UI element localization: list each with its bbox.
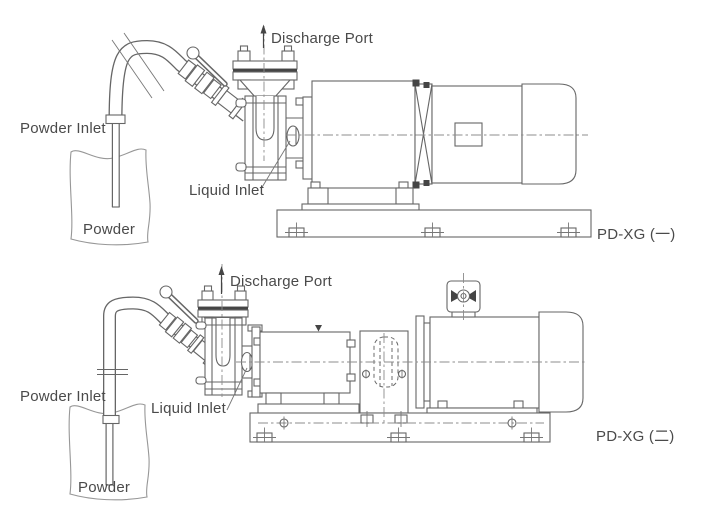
motor-body — [429, 316, 540, 409]
u-tube — [255, 96, 275, 141]
anchor-lug — [557, 222, 580, 238]
pipe-break-lines — [111, 32, 165, 99]
base-assembly — [276, 181, 592, 238]
mixing-chamber — [235, 79, 311, 181]
liquid-inlet-label: Liquid Inlet — [151, 400, 227, 417]
model-label: PD-XG (一) — [597, 226, 675, 243]
motor-end-cap — [521, 83, 577, 185]
pump-body — [311, 80, 416, 189]
motor-body — [431, 85, 523, 184]
vent-plug — [315, 325, 322, 332]
anchor-lug — [520, 427, 543, 443]
terminal-box — [446, 273, 481, 321]
pump-unit — [240, 273, 584, 416]
diagram-top: Discharge Port Powder Inlet Powder Liqui… — [20, 24, 675, 246]
mixing-chamber — [195, 316, 244, 396]
model-label: PD-XG (二) — [596, 428, 674, 445]
suction-pipe — [105, 39, 252, 208]
powder-label: Powder — [83, 221, 135, 238]
pipe-union-collar — [102, 414, 120, 425]
anchor-lug — [285, 222, 308, 238]
pump-body — [259, 331, 351, 394]
valve-handle — [159, 285, 199, 324]
motor-nameplate — [454, 122, 483, 147]
discharge-arrow-icon — [260, 24, 267, 48]
pipe-union-collar — [105, 114, 126, 125]
anchor-lug — [421, 222, 444, 238]
discharge-port-label: Discharge Port — [271, 30, 374, 47]
powder-label: Powder — [78, 479, 130, 496]
pump-flange — [302, 96, 313, 180]
discharge-port-label: Discharge Port — [230, 273, 333, 290]
leader-line — [226, 367, 248, 411]
leader-line — [260, 140, 291, 190]
diagram-bottom: Discharge Port Powder Inlet Powder Liqui… — [20, 264, 674, 501]
anchor-lug — [387, 427, 410, 443]
motor-end-cap — [538, 311, 584, 413]
discharge-arrow-icon — [218, 266, 225, 294]
u-tube — [215, 318, 231, 367]
pump-unit — [286, 79, 577, 189]
anchor-lug — [253, 427, 276, 443]
valve-handle — [186, 46, 228, 87]
base-assembly — [249, 411, 551, 443]
powder-inlet-label: Powder Inlet — [20, 388, 106, 405]
liquid-inlet-label: Liquid Inlet — [189, 182, 265, 199]
suction-pipe — [97, 296, 212, 486]
powder-inlet-label: Powder Inlet — [20, 120, 106, 137]
ball-valve — [177, 59, 248, 120]
